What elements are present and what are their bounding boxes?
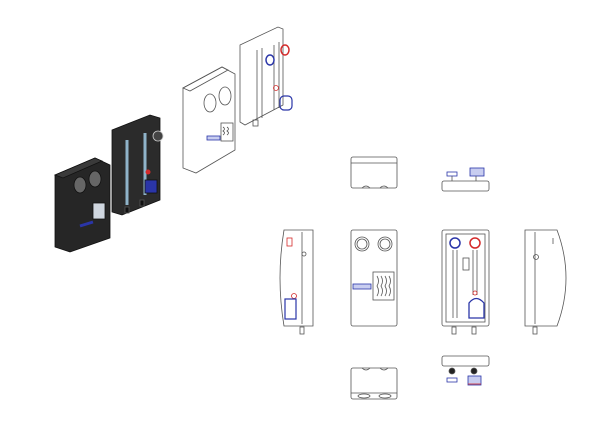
white-cover-isometric	[182, 66, 236, 174]
left-side-view	[279, 229, 314, 335]
unit-top-view	[441, 167, 490, 192]
black-backplate-isometric	[111, 114, 164, 216]
black-cover-isometric	[53, 157, 111, 253]
unit-front-view	[441, 229, 490, 335]
right-side-view	[524, 229, 567, 335]
unit-bottom-view	[441, 355, 490, 386]
cover-top-view	[350, 156, 398, 189]
white-backplate-isometric	[239, 26, 293, 127]
cover-bottom-view	[350, 367, 398, 400]
cover-front-view	[350, 229, 398, 327]
